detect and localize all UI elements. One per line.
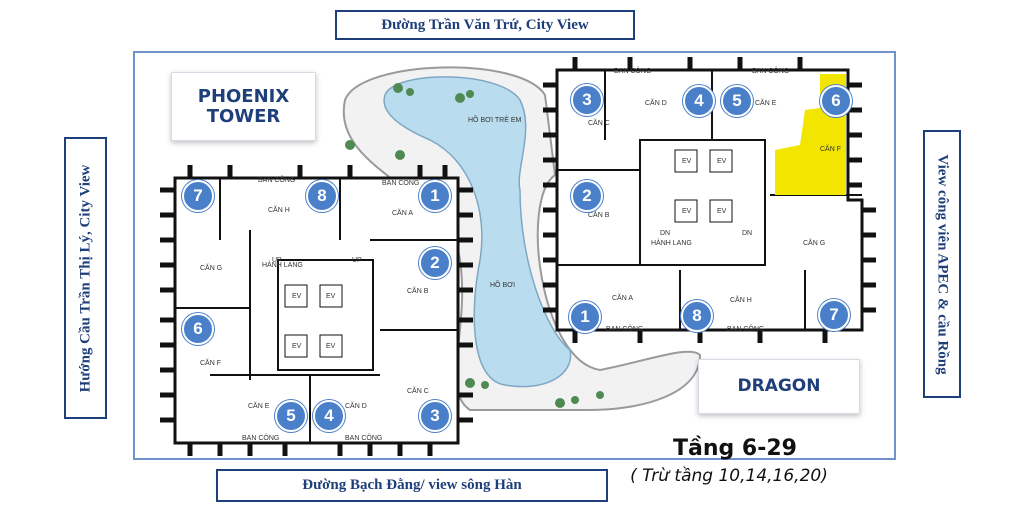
dragon-stair-dn-label: DN (660, 230, 671, 237)
phoenix-corridor-label: HÀNH LANG (262, 262, 303, 269)
street-top-text: Đường Trần Văn Trứ, City View (381, 16, 589, 33)
dragon-unit-badge[interactable]: 2 (571, 180, 603, 212)
phoenix-unit-name: CĂN E (248, 403, 270, 410)
street-bottom-label: Đường Bạch Đằng/ view sông Hàn (216, 469, 608, 502)
phoenix-tower-text: PHOENIX TOWER (197, 85, 290, 127)
phoenix-elevator-label: EV (292, 293, 302, 300)
street-left-label: Hướng Cầu Trần Thị Lý, City View (64, 137, 107, 419)
phoenix-elevator-label: EV (326, 343, 336, 350)
dragon-unit-name: CĂN F (820, 146, 841, 153)
dragon-balcony-label: BAN CÔNG (606, 326, 644, 333)
phoenix-unit-badge[interactable]: 4 (313, 400, 345, 432)
dragon-unit-badge[interactable]: 4 (683, 85, 715, 117)
floor-title: Tầng 6-29 (673, 436, 797, 461)
street-right-text: View công viên APEC & cầu Rồng (934, 153, 951, 375)
phoenix-elevator-label: EV (326, 293, 336, 300)
phoenix-unit-badge[interactable]: 8 (306, 180, 338, 212)
phoenix-unit-badge[interactable]: 7 (182, 180, 214, 212)
phoenix-tower-label: PHOENIX TOWER (171, 72, 316, 141)
dragon-unit-badge[interactable]: 1 (569, 301, 601, 333)
dragon-unit-badge[interactable]: 3 (571, 84, 603, 116)
dragon-unit-name: CĂN C (588, 120, 610, 127)
phoenix-balcony-label: BAN CÔNG (345, 435, 383, 442)
street-bottom-text: Đường Bạch Đằng/ view sông Hàn (302, 477, 522, 493)
dragon-balcony-label: BAN CÔNG (614, 68, 652, 75)
phoenix-unit-name: CĂN F (200, 360, 221, 367)
dragon-tower-label: DRAGON (698, 359, 860, 414)
dragon-unit-name: CĂN E (755, 100, 777, 107)
dragon-unit-name: CĂN D (645, 100, 667, 107)
dragon-unit-badge[interactable]: 8 (681, 300, 713, 332)
dragon-unit-badge[interactable]: 5 (721, 85, 753, 117)
street-top-label: Đường Trần Văn Trứ, City View (335, 10, 635, 40)
phoenix-stair-label: UP (272, 257, 282, 264)
street-right-label: View công viên APEC & cầu Rồng (923, 130, 961, 398)
dragon-unit-name: CĂN H (730, 297, 752, 304)
dragon-elevator-label: EV (717, 158, 727, 165)
street-left-text: Hướng Cầu Trần Thị Lý, City View (77, 164, 93, 392)
phoenix-unit-badge[interactable]: 1 (419, 180, 451, 212)
dragon-unit-badge[interactable]: 7 (818, 299, 850, 331)
dragon-unit-badge[interactable]: 6 (820, 85, 852, 117)
phoenix-unit-badge[interactable]: 5 (275, 400, 307, 432)
dragon-elevator-label: EV (682, 208, 692, 215)
phoenix-unit-badge[interactable]: 6 (182, 313, 214, 345)
phoenix-unit-name: CĂN D (345, 403, 367, 410)
dragon-elevator-label: EV (682, 158, 692, 165)
dragon-unit-name: CĂN A (612, 295, 634, 302)
phoenix-balcony-label: BAN CÔNG (258, 177, 296, 184)
dragon-corridor-label: HÀNH LANG (651, 240, 692, 247)
dragon-unit-name: CĂN G (803, 240, 826, 247)
dragon-balcony-label: BAN CÔNG (752, 68, 790, 75)
phoenix-unit-name: CĂN G (200, 265, 223, 272)
phoenix-stair-label: UP (352, 257, 362, 264)
dragon-balcony-label: BAN CÔNG (727, 326, 765, 333)
phoenix-unit-name: CĂN B (407, 288, 429, 295)
dragon-elevator-label: EV (717, 208, 727, 215)
phoenix-balcony-label: BAN CÔNG (242, 435, 280, 442)
phoenix-unit-name: CĂN A (392, 210, 414, 217)
dragon-unit-name: CĂN B (588, 212, 610, 219)
phoenix-tower-plan (160, 165, 473, 456)
phoenix-unit-name: CĂN H (268, 207, 290, 214)
phoenix-unit-badge[interactable]: 2 (419, 247, 451, 279)
site-boundary (133, 51, 896, 460)
pool-label: HỒ BƠI (490, 282, 516, 289)
kids-pool-label: HỒ BƠI TRẺ EM (468, 117, 522, 124)
floor-subtitle: ( Trừ tầng 10,14,16,20) (630, 466, 828, 486)
phoenix-unit-badge[interactable]: 3 (419, 400, 451, 432)
dragon-tower-text: DRAGON (737, 376, 821, 397)
pool-shape (383, 76, 572, 388)
phoenix-elevator-label: EV (292, 343, 302, 350)
phoenix-unit-name: CĂN C (407, 388, 429, 395)
landscape-trees (345, 83, 604, 408)
dragon-stair-dn-label: DN (742, 230, 753, 237)
phoenix-balcony-label: BAN CÔNG (382, 180, 420, 187)
